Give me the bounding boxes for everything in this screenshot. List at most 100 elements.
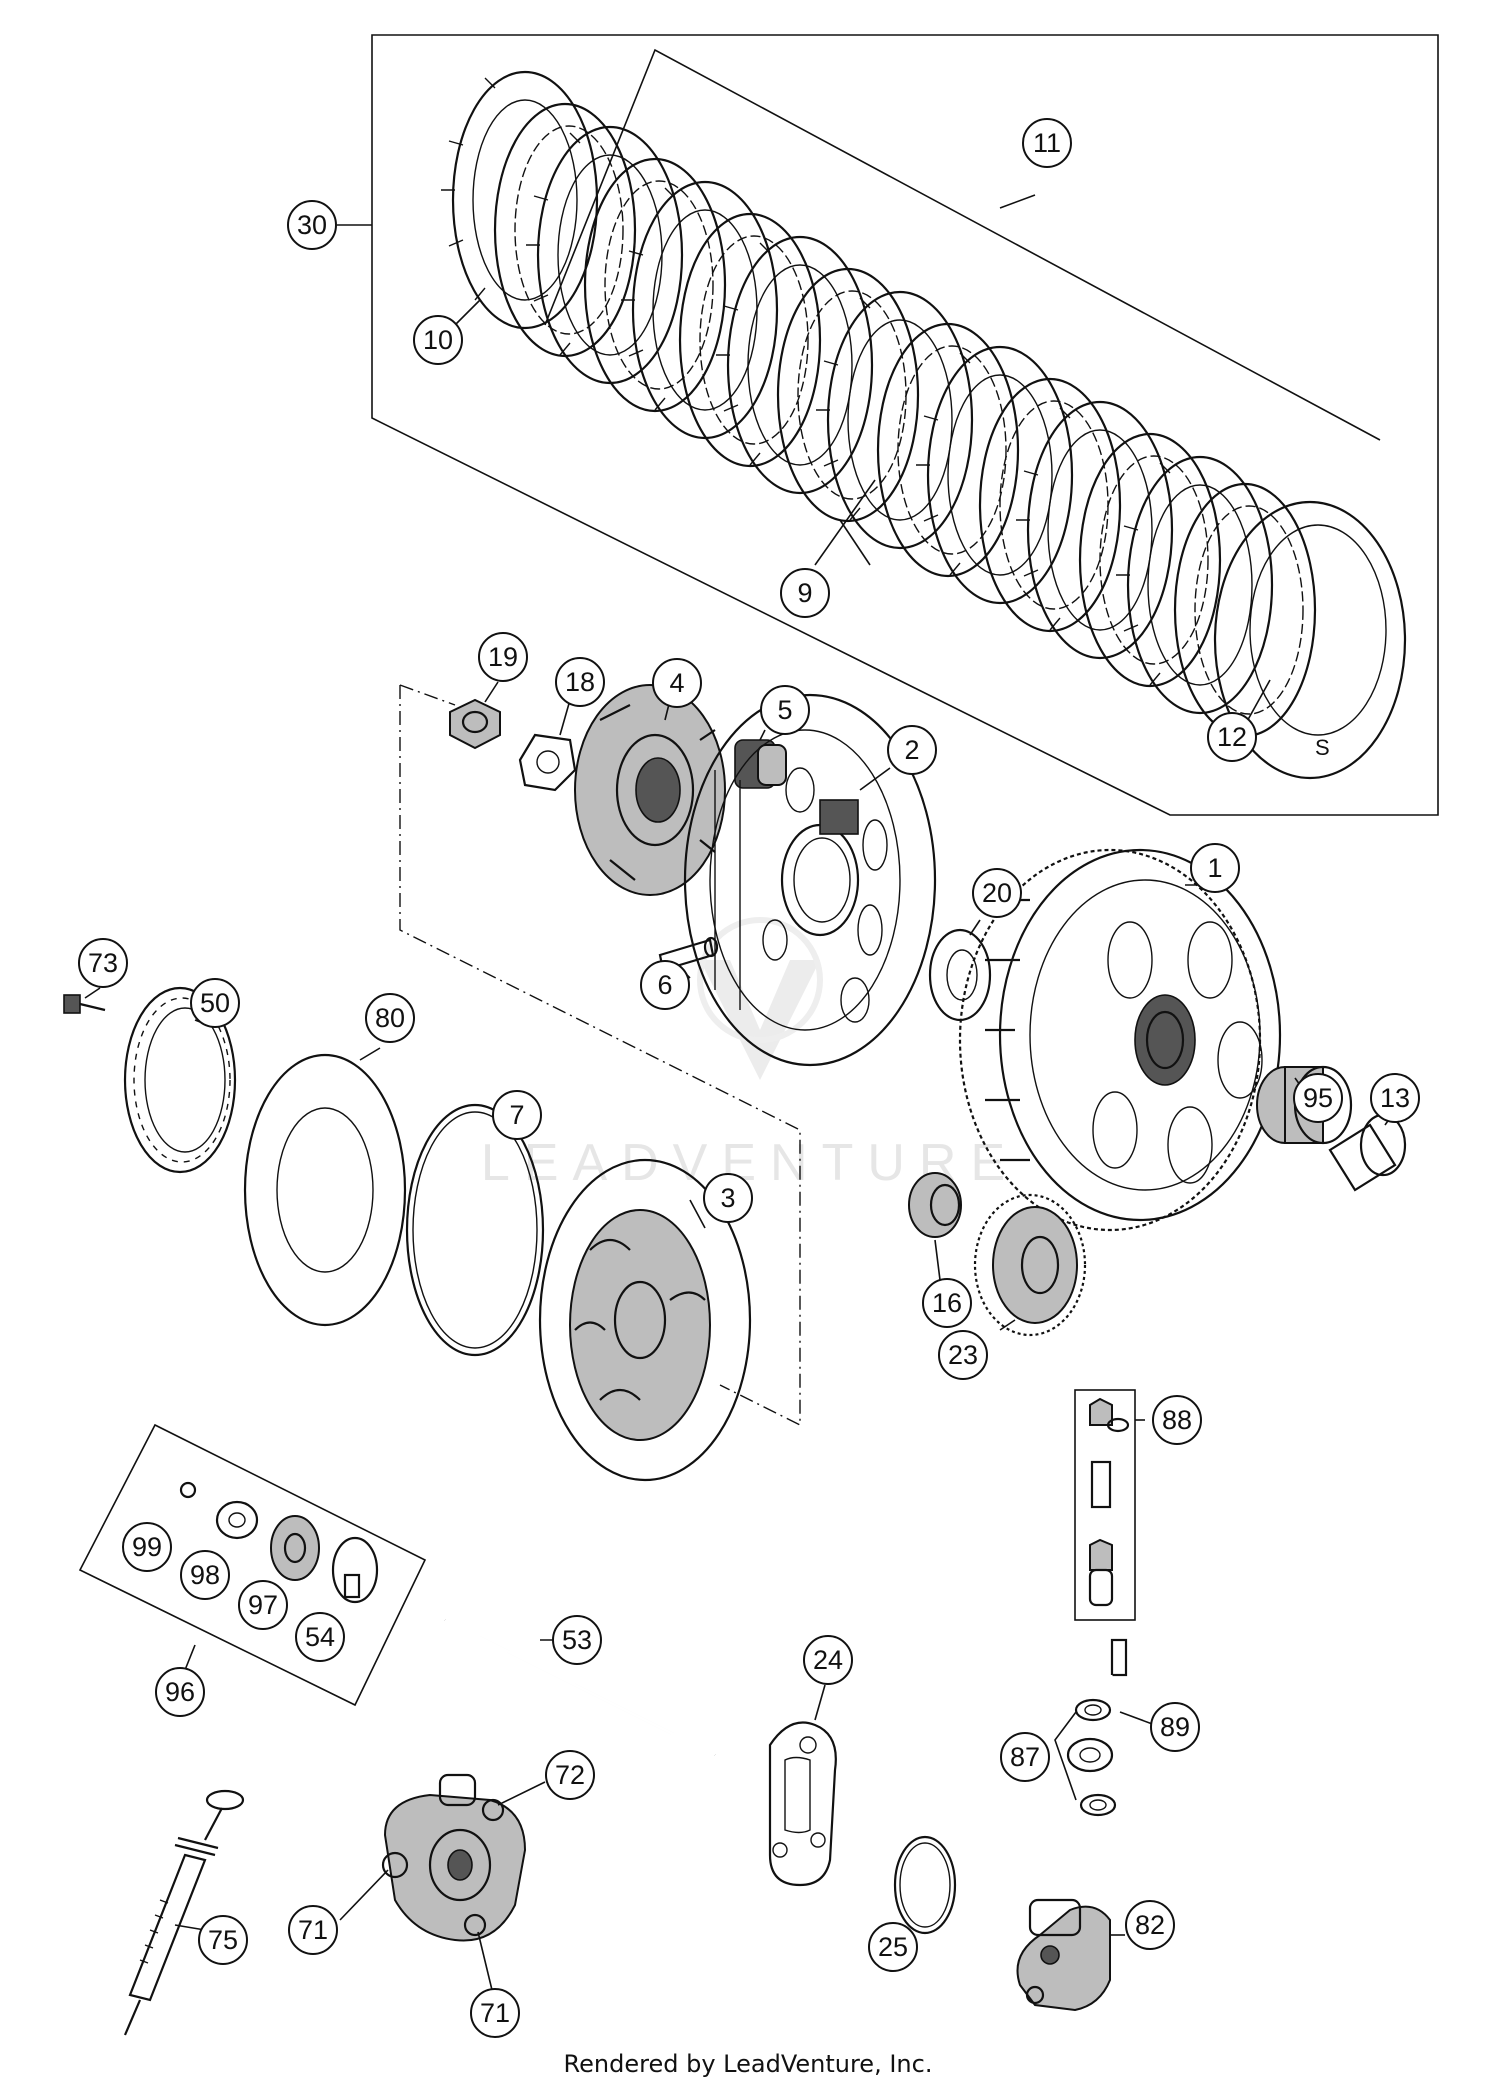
callout-97[interactable]: 97 xyxy=(238,1580,288,1630)
o-ring-7 xyxy=(405,1103,545,1357)
bearing-ring-50 xyxy=(123,986,237,1174)
leader-20 xyxy=(969,919,981,936)
callout-71-left[interactable]: 71 xyxy=(288,1905,338,1955)
leader-16 xyxy=(934,1239,941,1281)
callout-20[interactable]: 20 xyxy=(972,868,1022,918)
push-rod-53 xyxy=(444,1618,716,1757)
callout-2[interactable]: 2 xyxy=(887,725,937,775)
callout-3[interactable]: 3 xyxy=(703,1173,753,1223)
clutch-plate-12: S xyxy=(1213,500,1407,780)
nut-19 xyxy=(449,698,501,750)
syringe-75 xyxy=(123,1789,245,2036)
callout-95[interactable]: 95 xyxy=(1293,1073,1343,1123)
callout-82[interactable]: 82 xyxy=(1125,1900,1175,1950)
leader-19 xyxy=(484,681,499,703)
callout-13[interactable]: 13 xyxy=(1370,1073,1420,1123)
callout-7[interactable]: 7 xyxy=(492,1090,542,1140)
callout-96[interactable]: 96 xyxy=(155,1667,205,1717)
callout-23[interactable]: 23 xyxy=(938,1330,988,1380)
bearing-set-96 xyxy=(179,1481,379,1604)
callout-24[interactable]: 24 xyxy=(803,1635,853,1685)
svg-text:53: 53 xyxy=(562,1625,592,1655)
callout-25[interactable]: 25 xyxy=(868,1922,918,1972)
callout-50[interactable]: 50 xyxy=(190,978,240,1028)
leader-9 xyxy=(814,479,876,566)
callout-30[interactable]: 30 xyxy=(287,200,337,250)
leader-23 xyxy=(999,1319,1016,1331)
bracket-11 xyxy=(544,48,1381,441)
svg-text:18: 18 xyxy=(565,667,595,697)
seal-rings-87 xyxy=(1074,1698,1117,1817)
callout-72[interactable]: 72 xyxy=(545,1750,595,1800)
callout-5[interactable]: 5 xyxy=(760,685,810,735)
callout-80[interactable]: 80 xyxy=(365,993,415,1043)
callout-10[interactable]: 10 xyxy=(413,315,463,365)
leader-89 xyxy=(1119,1711,1156,1726)
svg-text:72: 72 xyxy=(555,1760,585,1790)
svg-text:30: 30 xyxy=(297,210,327,240)
callout-99[interactable]: 99 xyxy=(122,1522,172,1572)
svg-text:71: 71 xyxy=(480,1998,510,2028)
leader-80 xyxy=(359,1047,381,1061)
svg-text:54: 54 xyxy=(305,1622,335,1652)
callout-89[interactable]: 89 xyxy=(1150,1702,1200,1752)
plate-mark-s: S xyxy=(1315,735,1330,760)
callout-53[interactable]: 53 xyxy=(552,1615,602,1665)
bushing-13 xyxy=(1328,1113,1407,1192)
callout-73[interactable]: 73 xyxy=(78,938,128,988)
bearing-set-96-frame xyxy=(78,1423,427,1707)
slave-cylinder xyxy=(381,1773,527,1942)
svg-text:99: 99 xyxy=(132,1532,162,1562)
svg-text:87: 87 xyxy=(1010,1742,1040,1772)
svg-text:80: 80 xyxy=(375,1003,405,1033)
assembly-outline-dashed-top xyxy=(399,684,456,706)
svg-text:11: 11 xyxy=(1033,128,1061,158)
leader-71b xyxy=(477,1931,493,1991)
callout-54[interactable]: 54 xyxy=(295,1612,345,1662)
leader-71a xyxy=(339,1869,389,1921)
leader-2 xyxy=(859,767,891,791)
svg-text:12: 12 xyxy=(1217,722,1247,752)
svg-text:23: 23 xyxy=(948,1340,978,1370)
callout-18[interactable]: 18 xyxy=(555,657,605,707)
callout-4[interactable]: 4 xyxy=(652,658,702,708)
svg-text:4: 4 xyxy=(669,668,684,698)
svg-text:24: 24 xyxy=(813,1645,843,1675)
svg-text:89: 89 xyxy=(1160,1712,1190,1742)
assembly-outline-dashed xyxy=(399,685,801,1427)
svg-text:2: 2 xyxy=(904,735,919,765)
callout-98[interactable]: 98 xyxy=(180,1550,230,1600)
callout-88[interactable]: 88 xyxy=(1152,1395,1202,1445)
callout-12[interactable]: 12 xyxy=(1207,712,1257,762)
leader-12 xyxy=(1244,679,1271,726)
o-ring-25 xyxy=(893,1835,957,1935)
callout-75[interactable]: 75 xyxy=(198,1915,248,1965)
leader-96 xyxy=(184,1644,196,1671)
screw-73 xyxy=(63,994,106,1014)
callout-19[interactable]: 19 xyxy=(478,632,528,682)
damper-5 xyxy=(734,739,787,789)
clutch-pack-outline xyxy=(371,34,1439,816)
svg-text:71: 71 xyxy=(298,1915,328,1945)
callout-9[interactable]: 9 xyxy=(780,568,830,618)
svg-text:25: 25 xyxy=(878,1932,908,1962)
svg-text:96: 96 xyxy=(165,1677,195,1707)
callout-71-bottom[interactable]: 71 xyxy=(470,1988,520,2038)
callout-87[interactable]: 87 xyxy=(1000,1732,1050,1782)
callout-16[interactable]: 16 xyxy=(922,1278,972,1328)
callout-11[interactable]: 11 xyxy=(1022,118,1072,168)
svg-text:6: 6 xyxy=(657,970,672,1000)
leader-87 xyxy=(1054,1711,1077,1801)
svg-text:1: 1 xyxy=(1207,853,1222,883)
callout-1[interactable]: 1 xyxy=(1190,843,1240,893)
pressure-plate-3 xyxy=(538,1158,752,1482)
leader-5 xyxy=(759,729,766,741)
banjo-fitting-89 xyxy=(1065,1638,1128,1773)
gear-23 xyxy=(973,1193,1087,1337)
leader-10 xyxy=(454,299,481,326)
svg-text:98: 98 xyxy=(190,1560,220,1590)
callout-6[interactable]: 6 xyxy=(640,960,690,1010)
svg-text:13: 13 xyxy=(1380,1083,1410,1113)
svg-text:3: 3 xyxy=(720,1183,735,1213)
